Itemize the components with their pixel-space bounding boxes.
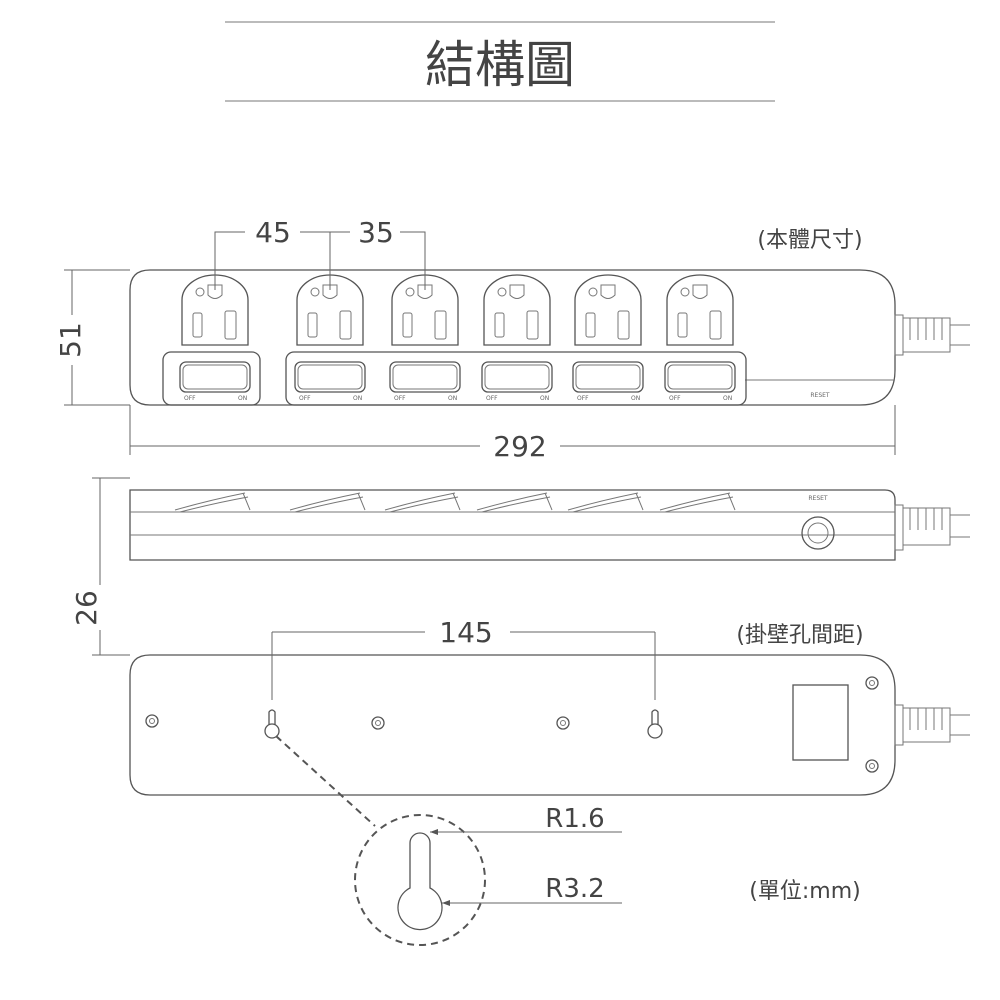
detail-circle	[354, 814, 486, 946]
reset-button[interactable]	[801, 516, 835, 550]
switch-on-label: ON	[353, 395, 362, 402]
switch-on-label: ON	[631, 395, 640, 402]
radius-large-label: R3.2	[545, 874, 604, 904]
outlet-5	[574, 274, 642, 346]
side-view: RESET 26	[70, 477, 970, 656]
outlet-3	[391, 274, 459, 346]
outlet-dimension-lines	[214, 231, 426, 290]
hole-spacing-caption: (掛壁孔間距)	[736, 623, 863, 648]
dim-26: 26	[70, 590, 103, 626]
side-switch-4	[476, 492, 553, 513]
keyhole-left	[264, 709, 280, 739]
screw-5	[865, 759, 879, 773]
keyhole-detail	[397, 832, 443, 931]
switch-4[interactable]: OFF ON	[481, 361, 553, 402]
switch-housing-2	[285, 351, 747, 406]
ground-hole	[692, 284, 708, 299]
switch-off-label: OFF	[299, 395, 311, 402]
switch-2[interactable]: OFF ON	[294, 361, 366, 402]
ground-hole	[322, 284, 338, 299]
outlet-6	[666, 274, 734, 346]
neutral-slot	[585, 312, 596, 338]
side-switch-3	[384, 492, 461, 513]
neutral-slot	[402, 312, 413, 338]
outlet-1	[181, 274, 249, 346]
top-body-outline	[129, 269, 896, 406]
outlet-2	[296, 274, 364, 346]
switch-on-label: ON	[723, 395, 732, 402]
switch-5[interactable]: OFF ON	[572, 361, 644, 402]
outlet-4	[483, 274, 551, 346]
thickness-dimension-lines	[92, 477, 130, 656]
side-switch-2	[289, 492, 366, 513]
power-cord-side	[894, 504, 970, 551]
switch-on-label: ON	[540, 395, 549, 402]
dim-45: 45	[255, 216, 291, 249]
unit-note: (單位:mm)	[749, 879, 860, 904]
side-switch-5	[567, 492, 644, 513]
ground-hole	[207, 284, 223, 299]
dim-51: 51	[54, 322, 87, 358]
keyhole-right	[647, 709, 663, 739]
switch-off-label: OFF	[184, 395, 196, 402]
height-dimension-lines	[64, 269, 130, 406]
screw-2	[371, 716, 385, 730]
switch-off-label: OFF	[486, 395, 498, 402]
switch-housing-1	[162, 351, 261, 406]
body-size-caption: (本體尺寸)	[757, 228, 862, 253]
switch-1[interactable]: OFF ON	[179, 361, 251, 402]
screw-1	[145, 714, 159, 728]
dim-35: 35	[358, 216, 394, 249]
hole-spacing-dimension-lines	[271, 631, 656, 700]
screw-3	[556, 716, 570, 730]
switch-off-label: OFF	[394, 395, 406, 402]
neutral-slot	[307, 312, 318, 338]
ground-hole	[417, 284, 433, 299]
reset-label-top: RESET	[810, 392, 830, 399]
switch-off-label: OFF	[669, 395, 681, 402]
side-switch-1	[174, 492, 251, 513]
ground-hole	[600, 284, 616, 299]
switch-3[interactable]: OFF ON	[389, 361, 461, 402]
switch-6[interactable]: OFF ON	[664, 361, 736, 402]
power-cord-top	[894, 314, 970, 356]
label-plate	[792, 684, 849, 761]
reset-label-side: RESET	[808, 495, 828, 502]
dim-145: 145	[439, 616, 492, 649]
hot-slot	[224, 310, 237, 340]
radius-small-label: R1.6	[545, 804, 604, 834]
hot-slot	[617, 310, 630, 340]
side-switch-6	[659, 492, 736, 513]
bottom-view: 145 (掛壁孔間距) R1.6 R3.2 (單位:mm)	[129, 616, 970, 946]
hot-slot	[339, 310, 352, 340]
length-dimension-lines	[129, 405, 896, 455]
neutral-slot	[677, 312, 688, 338]
dim-292: 292	[493, 430, 546, 463]
switch-on-label: ON	[448, 395, 457, 402]
switch-off-label: OFF	[577, 395, 589, 402]
neutral-slot	[494, 312, 505, 338]
ground-hole	[509, 284, 525, 299]
power-cord-bottom	[894, 704, 970, 746]
switch-on-label: ON	[238, 395, 247, 402]
screw-4	[865, 676, 879, 690]
hot-slot	[709, 310, 722, 340]
neutral-slot	[192, 312, 203, 338]
page-title: 結構圖	[425, 36, 575, 94]
hot-slot	[434, 310, 447, 340]
detail-leader	[275, 735, 376, 827]
hot-slot	[526, 310, 539, 340]
